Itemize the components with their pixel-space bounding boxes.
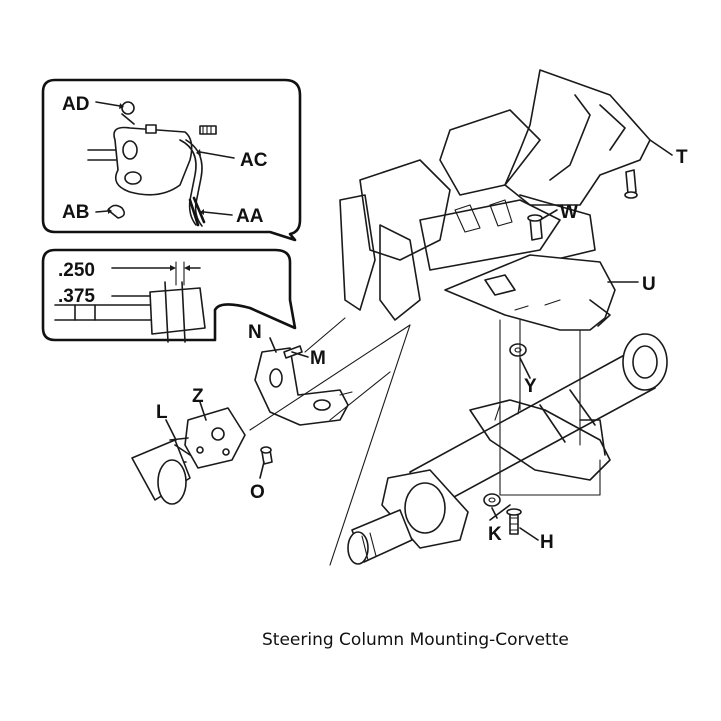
clip-icon	[121, 101, 135, 125]
callout-h: H	[540, 532, 554, 553]
inset-wiring-detail	[41, 78, 302, 242]
callout-ac: AC	[240, 150, 268, 171]
column-bracket	[254, 345, 353, 426]
clip-icon	[107, 204, 126, 219]
screw-icon	[145, 124, 157, 134]
dimension-label-375: .375	[58, 286, 95, 307]
callout-u: U	[642, 274, 656, 295]
dimension-label-250: .250	[58, 260, 95, 281]
dash-support-structure	[339, 69, 651, 331]
callout-ad: AD	[62, 94, 89, 115]
callout-y: Y	[524, 376, 537, 397]
coupling-assembly	[131, 407, 246, 505]
bolt-icon	[624, 169, 638, 199]
screw-icon	[199, 125, 217, 135]
nut-icon	[483, 493, 501, 507]
bolt-icon	[527, 214, 543, 241]
screw-icon	[260, 446, 273, 465]
alignment-lines	[249, 317, 601, 566]
nut-icon	[509, 343, 527, 357]
callout-leaders	[165, 139, 673, 541]
lower-fasteners	[260, 343, 527, 535]
callout-ab: AB	[62, 202, 89, 223]
figure-caption: Steering Column Mounting-Corvette	[262, 630, 569, 650]
callout-l: L	[156, 402, 168, 423]
bolt-icon	[506, 508, 522, 535]
callout-m: M	[310, 348, 326, 369]
callout-aa: AA	[236, 206, 264, 227]
inset-dimension-detail	[41, 248, 297, 343]
callout-k: K	[488, 524, 502, 545]
callout-t: T	[676, 147, 688, 168]
callout-n: N	[248, 322, 262, 343]
callout-w: W	[560, 202, 578, 223]
steering-column	[347, 333, 668, 565]
callout-z: Z	[192, 386, 204, 407]
callout-o: O	[250, 482, 265, 503]
